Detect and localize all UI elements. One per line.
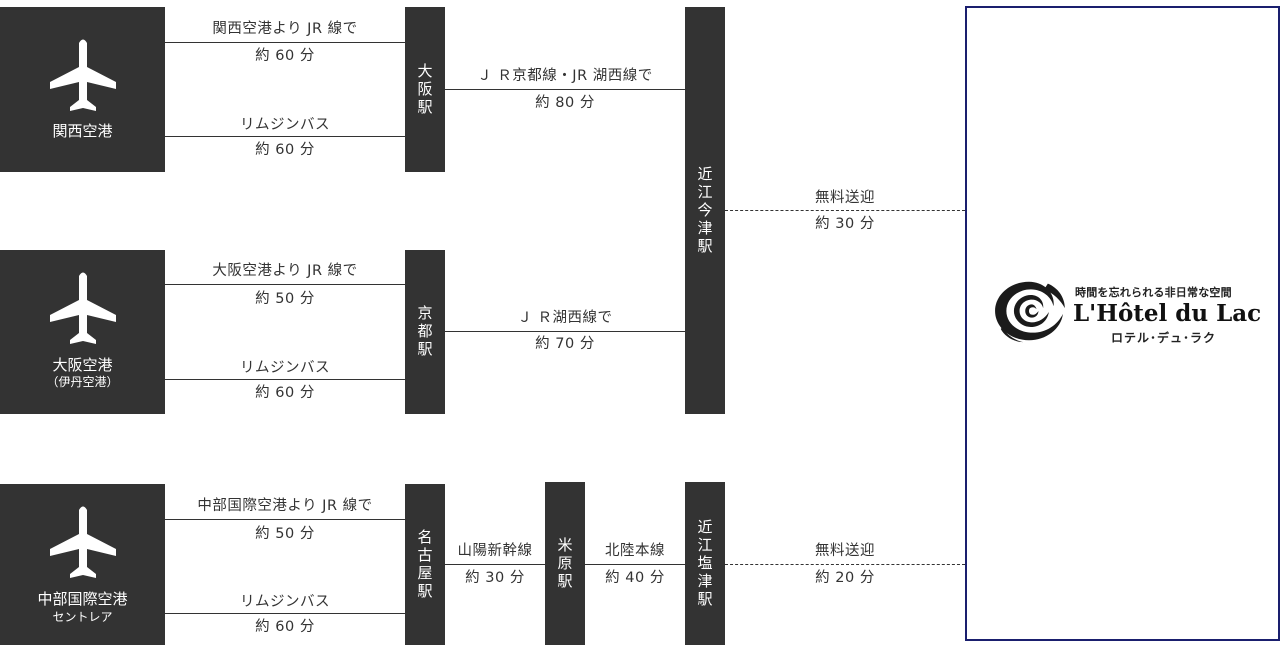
airport-name: 大阪空港 <box>52 356 113 374</box>
station-osaka: 大阪駅 <box>405 7 445 172</box>
route-label-line: Ｊ Ｒ京都線・JR 湖西線で <box>477 68 653 84</box>
station-label: 京都駅 <box>415 305 434 359</box>
airport-kansai: 関西空港 <box>0 7 165 172</box>
airport-subname: セントレア <box>52 610 113 624</box>
route-line-nagoya-maibara <box>445 564 545 565</box>
route-label-time: 約 50 分 <box>255 526 315 542</box>
station-kyoto: 京都駅 <box>405 250 445 414</box>
route-label-time: 約 40 分 <box>605 570 665 586</box>
route-line-chubu-jr <box>165 519 405 520</box>
route-line-itami-jr <box>165 284 405 285</box>
station-label: 米原駅 <box>555 536 574 591</box>
route-label-line: 北陸本線 <box>605 543 665 559</box>
airport-itami: 大阪空港 （伊丹空港） <box>0 250 165 414</box>
airport-name: 中部国際空港 <box>37 590 128 608</box>
airplane-icon <box>50 272 116 344</box>
route-label-line: リムジンバス <box>240 117 330 133</box>
route-line-shiotsu-shuttle <box>725 564 965 565</box>
hotel-tagline: 時間を忘れられる非日常な空間 <box>1075 286 1232 299</box>
station-nagoya: 名古屋駅 <box>405 484 445 645</box>
route-line-itami-bus <box>165 379 405 380</box>
station-label: 大阪駅 <box>415 62 434 117</box>
route-line-kansai-jr <box>165 42 405 43</box>
route-label-time: 約 60 分 <box>255 619 315 635</box>
route-label-time: 約 30 分 <box>815 216 875 232</box>
route-label-line: 無料送迎 <box>815 543 875 559</box>
route-line-kyoto-imazu <box>445 331 685 332</box>
swirl-logo-icon <box>995 281 1065 343</box>
hotel-name-kana: ロテル･デュ･ラク <box>1111 331 1217 345</box>
route-label-line: リムジンバス <box>240 594 330 610</box>
route-label-line: 関西空港より JR 線で <box>212 21 358 37</box>
station-label: 近江今津駅 <box>695 165 714 256</box>
route-line-imazu-shuttle <box>725 210 965 211</box>
airport-subname: （伊丹空港） <box>46 375 119 389</box>
route-label-time: 約 30 分 <box>465 570 525 586</box>
station-label: 近江塩津駅 <box>695 518 714 609</box>
route-label-line: 中部国際空港より JR 線で <box>197 498 373 514</box>
route-line-chubu-bus <box>165 613 405 614</box>
route-label-time: 約 60 分 <box>255 142 315 158</box>
hotel-box: 時間を忘れられる非日常な空間 L'Hôtel du Lac ロテル･デュ･ラク <box>965 6 1280 641</box>
route-label-line: Ｊ Ｒ湖西線で <box>517 310 613 326</box>
route-label-time: 約 60 分 <box>255 48 315 64</box>
airplane-icon <box>50 506 116 578</box>
station-omi-imazu: 近江今津駅 <box>685 7 725 414</box>
route-label-time: 約 50 分 <box>255 291 315 307</box>
route-line-osaka-imazu <box>445 89 685 90</box>
airplane-icon <box>50 39 116 111</box>
route-label-line: 無料送迎 <box>815 190 875 206</box>
route-line-kansai-bus <box>165 136 405 137</box>
route-line-maibara-shiotsu <box>585 564 685 565</box>
route-label-line: 山陽新幹線 <box>457 543 533 559</box>
route-label-line: 大阪空港より JR 線で <box>212 263 358 279</box>
airport-name: 関西空港 <box>52 122 113 140</box>
station-maibara: 米原駅 <box>545 482 585 645</box>
station-label: 名古屋駅 <box>415 528 434 601</box>
route-label-line: リムジンバス <box>240 360 330 376</box>
route-label-time: 約 80 分 <box>535 95 595 111</box>
route-label-time: 約 60 分 <box>255 385 315 401</box>
hotel-name: L'Hôtel du Lac <box>1073 300 1262 327</box>
airport-chubu: 中部国際空港 セントレア <box>0 484 165 645</box>
route-label-time: 約 20 分 <box>815 570 875 586</box>
route-label-time: 約 70 分 <box>535 336 595 352</box>
station-omi-shiotsu: 近江塩津駅 <box>685 482 725 645</box>
